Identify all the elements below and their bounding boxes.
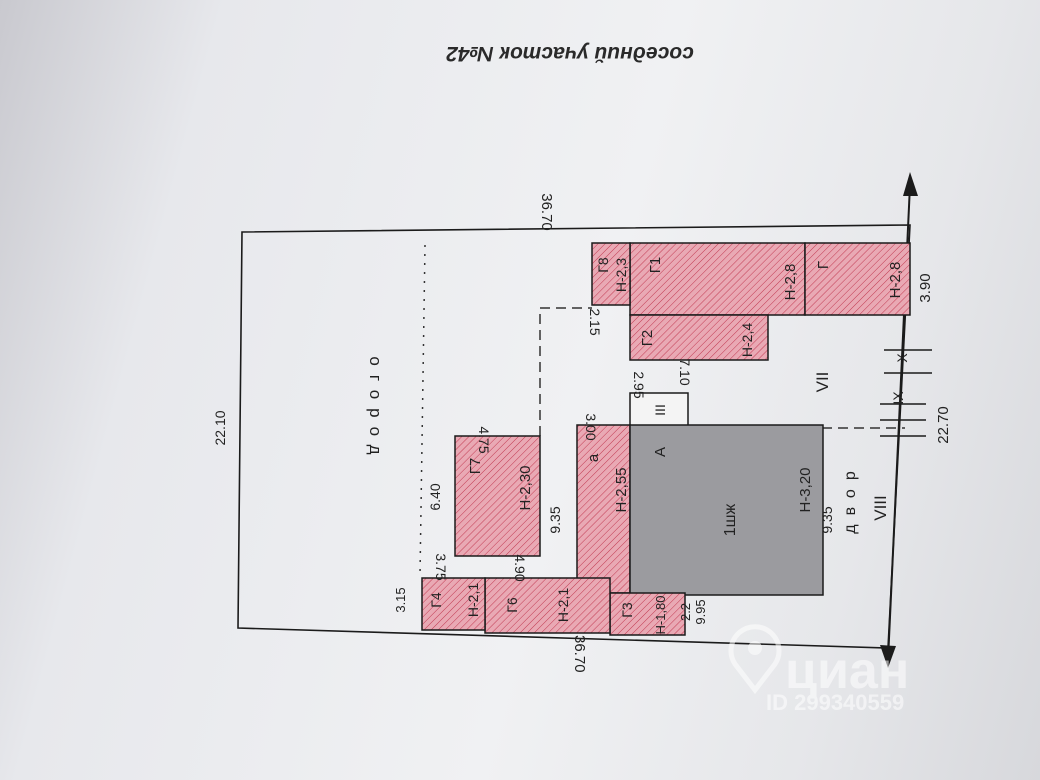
label-g7-h: Н-2,30 — [517, 465, 534, 510]
neighbor-plot-label: соседний участок №42 — [446, 42, 694, 65]
building-g2 — [629, 314, 769, 361]
building-g1 — [629, 242, 806, 316]
label-1shzh-h: Н-3,20 — [797, 467, 814, 512]
dim-house-len2: 9.35 — [819, 506, 835, 533]
watermark: циан ID 299340559 — [728, 624, 909, 715]
dim-right-first: 3.90 — [917, 273, 934, 302]
area-vii: VII — [813, 372, 832, 393]
dim-g3-a: 9.95 — [693, 599, 708, 624]
arrow-bottom — [880, 645, 896, 668]
label-g-h: Н-2,8 — [887, 262, 904, 299]
area-ix: IX — [890, 391, 906, 405]
label-g1-h: Н-2,8 — [782, 264, 799, 301]
arrow-top — [903, 172, 918, 196]
label-1shzh: 1шж — [722, 503, 739, 536]
area-garden: огород — [366, 356, 385, 463]
label-a-house: А — [652, 447, 669, 457]
label-g3: Г3 — [619, 602, 635, 618]
dim-g2-len: 7.10 — [677, 358, 693, 385]
label-g8-h: Н-2,3 — [613, 258, 629, 292]
building-g7 — [454, 435, 541, 557]
label-a-porch: а — [585, 453, 602, 462]
label-g7: Г7 — [467, 458, 484, 474]
dim-right-width: 22.70 — [935, 406, 952, 444]
dim-g3-b: 2.2 — [678, 603, 693, 621]
dim-house-len: 9.35 — [547, 506, 563, 533]
label-g1: Г1 — [647, 257, 664, 273]
location-pin-icon — [728, 624, 782, 695]
dashed-g7-link — [539, 307, 592, 436]
dim-g7-len: 6.40 — [427, 483, 443, 510]
area-x: X — [894, 353, 910, 363]
label-g: Г — [815, 261, 832, 269]
area-yard: двор — [842, 462, 859, 533]
building-g8 — [591, 242, 631, 306]
label-g3-h: Н-1,80 — [653, 595, 668, 634]
dim-g6-gap: 4.90 — [512, 554, 528, 581]
building-a-porch — [576, 424, 631, 594]
building-g — [804, 242, 911, 316]
building-g6 — [484, 577, 611, 634]
garden-dotted-line — [419, 244, 426, 576]
building-g4 — [421, 577, 486, 631]
dim-iii-b: 3.00 — [583, 413, 599, 440]
label-g8: Г8 — [595, 257, 611, 273]
dim-g7-gap: 4.75 — [476, 426, 492, 453]
label-iii: III — [652, 404, 668, 416]
house-1shzh — [629, 424, 824, 596]
dim-bottom-length: 36.70 — [571, 635, 588, 673]
area-viii: VIII — [871, 495, 890, 521]
label-g4: Г4 — [428, 592, 444, 608]
watermark-brand: циан — [785, 642, 909, 700]
watermark-id: ID 299340559 — [766, 690, 904, 715]
label-g2: Г2 — [639, 330, 656, 346]
label-a-porch-h: Н-2,55 — [613, 467, 630, 512]
label-g6: Г6 — [504, 597, 520, 613]
dim-top-length: 36.70 — [538, 193, 555, 231]
dim-iii-a: 2.95 — [631, 371, 647, 398]
label-g6-h: Н-2,1 — [555, 588, 571, 622]
label-g4-h: Н-2,1 — [465, 583, 481, 617]
dim-g7-w: 3.75 — [433, 553, 449, 580]
dim-g4-w: 3.15 — [393, 587, 408, 612]
dim-left-width: 22.10 — [212, 410, 228, 445]
location-pin-dot — [748, 641, 762, 655]
label-g2-h: Н-2,4 — [739, 323, 755, 357]
dim-g8-gap: 2.15 — [587, 308, 603, 335]
